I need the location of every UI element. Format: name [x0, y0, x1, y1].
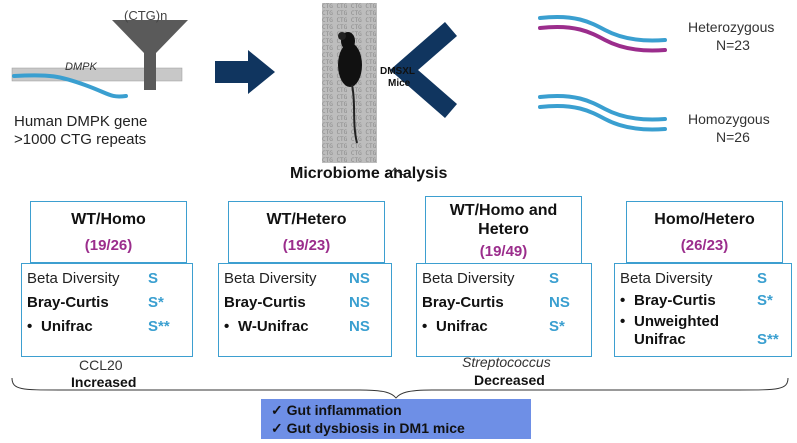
hetero-strand-2 [538, 24, 667, 53]
result-row: •Unifrac [422, 318, 488, 335]
comparison-header-wt-homo-hetero: WT/Homo and Hetero (19/49) [425, 196, 582, 264]
homo-strand-2 [538, 103, 667, 132]
strep-label: Streptococcus [462, 354, 551, 370]
strep-change: Decreased [474, 372, 545, 388]
result-value: NS [349, 294, 370, 311]
result-row: Unifrac [634, 331, 686, 348]
result-value: S [148, 270, 159, 287]
bottom-brace [11, 377, 789, 399]
result-row: Bray-Curtis [422, 294, 504, 311]
result-value: S* [549, 318, 565, 335]
results-box-wt-homo: Beta Diversity S Bray-Curtis S* •Unifrac… [21, 263, 193, 357]
comparison-ratio: (19/49) [479, 243, 528, 260]
check-icon: ✓ [271, 420, 287, 436]
comparison-title: Homo/Hetero [654, 211, 755, 228]
result-value: S* [148, 294, 164, 311]
results-box-wt-homo-hetero: Beta Diversity S Bray-Curtis NS •Unifrac… [416, 263, 592, 357]
comparison-header-wt-homo: WT/Homo (19/26) [30, 201, 187, 263]
comparison-ratio: (19/23) [282, 237, 331, 254]
homo-strand-1 [538, 93, 667, 122]
result-value: S [549, 270, 560, 287]
result-row: •Unweighted [620, 313, 719, 330]
result-value: S [757, 270, 768, 287]
comparison-header-wt-hetero: WT/Hetero (19/23) [228, 201, 385, 263]
result-row: Beta Diversity [224, 270, 317, 287]
result-row: Beta Diversity [27, 270, 120, 287]
result-value: S** [757, 331, 779, 348]
result-value: NS [349, 318, 370, 335]
results-box-wt-hetero: Beta Diversity NS Bray-Curtis NS •W-Unif… [218, 263, 392, 357]
hetero-n: N=23 [716, 37, 750, 53]
results-box-homo-hetero: Beta Diversity S •Bray-Curtis S* •Unweig… [614, 263, 792, 357]
result-row: Beta Diversity [620, 270, 713, 287]
comparison-title-line-2: Hetero [478, 221, 529, 238]
hetero-label: Heterozygous [688, 19, 775, 35]
comparison-ratio: (19/26) [84, 237, 133, 254]
conclusion-item: ✓ Gut inflammation [271, 402, 402, 418]
result-value: NS [349, 270, 370, 287]
chevron-split [390, 22, 457, 118]
top-brace [385, 167, 405, 175]
gene-caption-1: Human DMPK gene [14, 113, 148, 130]
comparison-ratio: (26/23) [680, 237, 729, 254]
check-icon: ✓ [271, 402, 287, 418]
ccl20-change: Increased [71, 374, 137, 390]
result-value: S* [757, 292, 773, 309]
gene-label: DMPK [65, 61, 97, 73]
mouse-label-2: Mice [388, 78, 411, 89]
result-row: Beta Diversity [422, 270, 515, 287]
mouse-icon [338, 32, 362, 144]
section-title: Microbiome analysis [290, 165, 448, 182]
repeat-label: (CTG)n [124, 8, 168, 23]
comparison-title: WT/Hetero [266, 211, 347, 228]
result-row: •Bray-Curtis [620, 292, 716, 309]
result-row: Bray-Curtis [27, 294, 109, 311]
result-row: •W-Unifrac [224, 318, 309, 335]
comparison-title: WT/Homo [71, 211, 146, 228]
arrow-right [215, 50, 275, 94]
result-row: Bray-Curtis [224, 294, 306, 311]
gene-caption-2: >1000 CTG repeats [14, 131, 147, 148]
mouse-label-1: DMSXL [380, 66, 415, 77]
conclusion-box: ✓ Gut inflammation ✓ Gut dysbiosis in DM… [261, 399, 531, 439]
top-illustration [11, 14, 667, 175]
dmpk-strand [12, 73, 128, 99]
hetero-strand-1 [538, 14, 667, 43]
homo-n: N=26 [716, 129, 750, 145]
repeat-funnel [112, 20, 188, 53]
result-row: •Unifrac [27, 318, 93, 335]
homo-label: Homozygous [688, 111, 770, 127]
comparison-header-homo-hetero: Homo/Hetero (26/23) [626, 201, 783, 263]
result-value: S** [148, 318, 170, 335]
conclusion-item: ✓ Gut dysbiosis in DM1 mice [271, 420, 465, 436]
comparison-title-line-1: WT/Homo and [449, 202, 558, 219]
result-value: NS [549, 294, 570, 311]
ccl20-label: CCL20 [79, 357, 123, 373]
funnel-spout [144, 52, 156, 90]
mouse-cage-image: CTG CTG CTG CTG CTG CTG CTG CTG CTG CTG … [322, 3, 377, 163]
